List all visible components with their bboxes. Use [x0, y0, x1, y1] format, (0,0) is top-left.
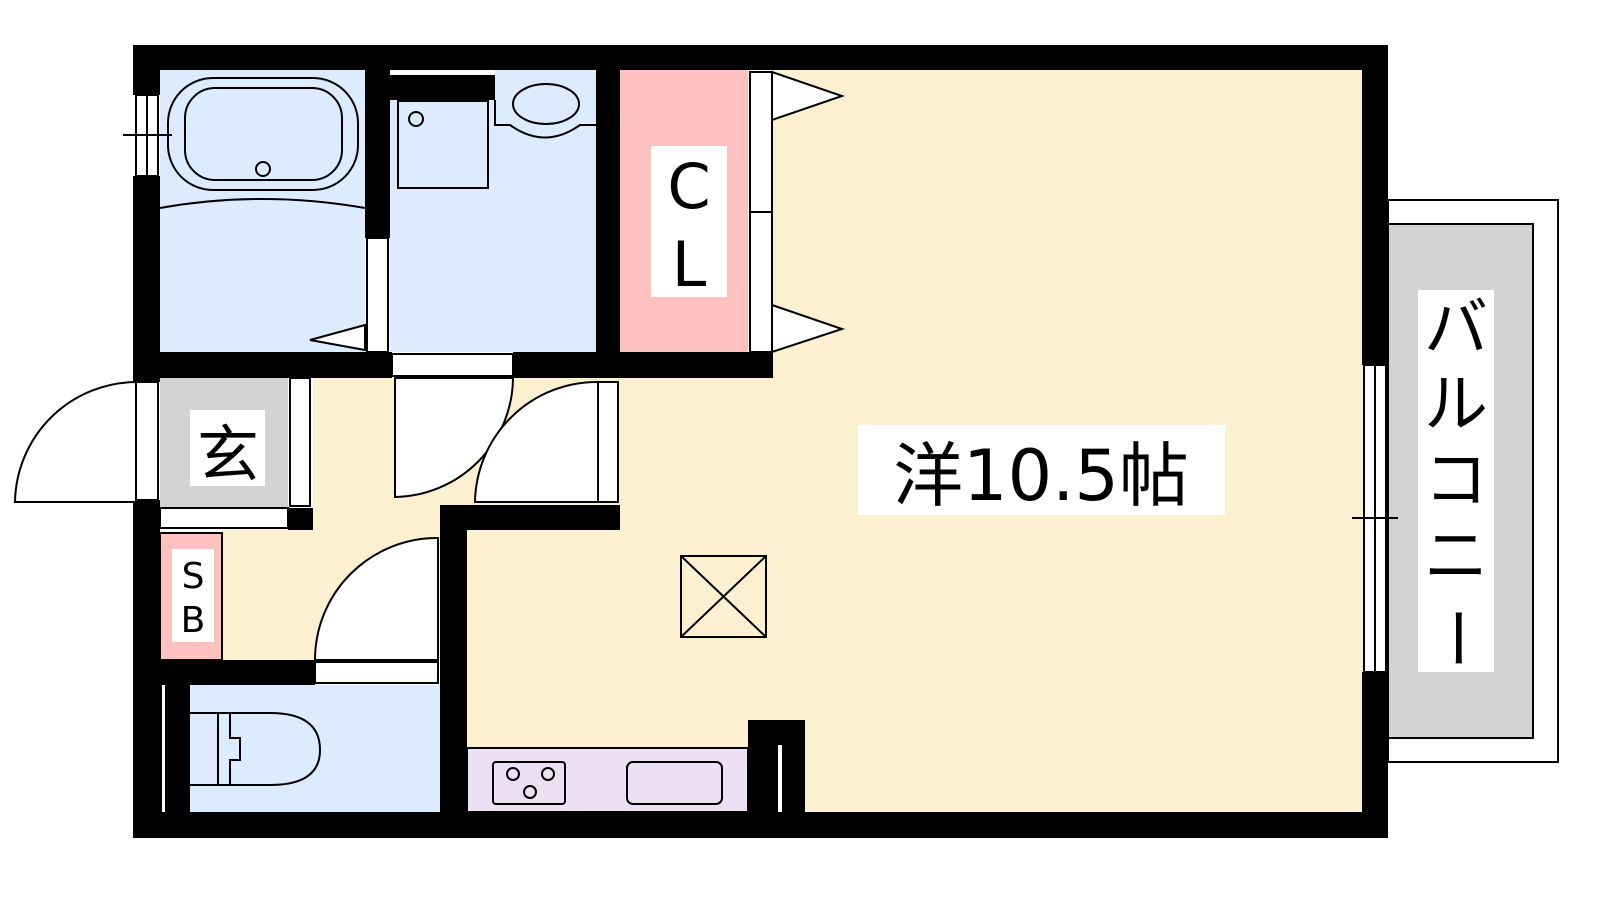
sink-icon [494, 100, 596, 139]
toilet-room [190, 685, 440, 812]
kitchen-sink-icon [626, 761, 723, 805]
balcony-label-3: コ [1424, 444, 1488, 518]
entrance-label: 玄 [197, 418, 259, 491]
stove-icon [492, 761, 566, 805]
bathroom [160, 70, 365, 352]
balcony-label-2: ル [1424, 368, 1488, 442]
closet-label-l: L [672, 228, 707, 301]
balcony-label-1: バ [1424, 292, 1488, 366]
shoe-box-label-b: B [181, 600, 206, 641]
windows [123, 70, 1398, 673]
walls [133, 45, 1388, 838]
balcony-label-4: ニ [1424, 520, 1488, 594]
washroom [390, 100, 596, 352]
doors [13, 70, 846, 684]
western-room-label: 洋10.5帖 [893, 435, 1189, 517]
shoe-box-label-s: S [182, 556, 205, 597]
balcony-label-5: ー [1418, 606, 1492, 670]
closet-label-c: C [667, 150, 710, 223]
fixtures [159, 77, 767, 805]
toilet-icon [190, 712, 219, 786]
washer-pan-icon [397, 100, 489, 189]
kitchen [466, 747, 749, 813]
bathtub-icon [167, 77, 359, 191]
ceiling-vent-icon [680, 555, 767, 638]
